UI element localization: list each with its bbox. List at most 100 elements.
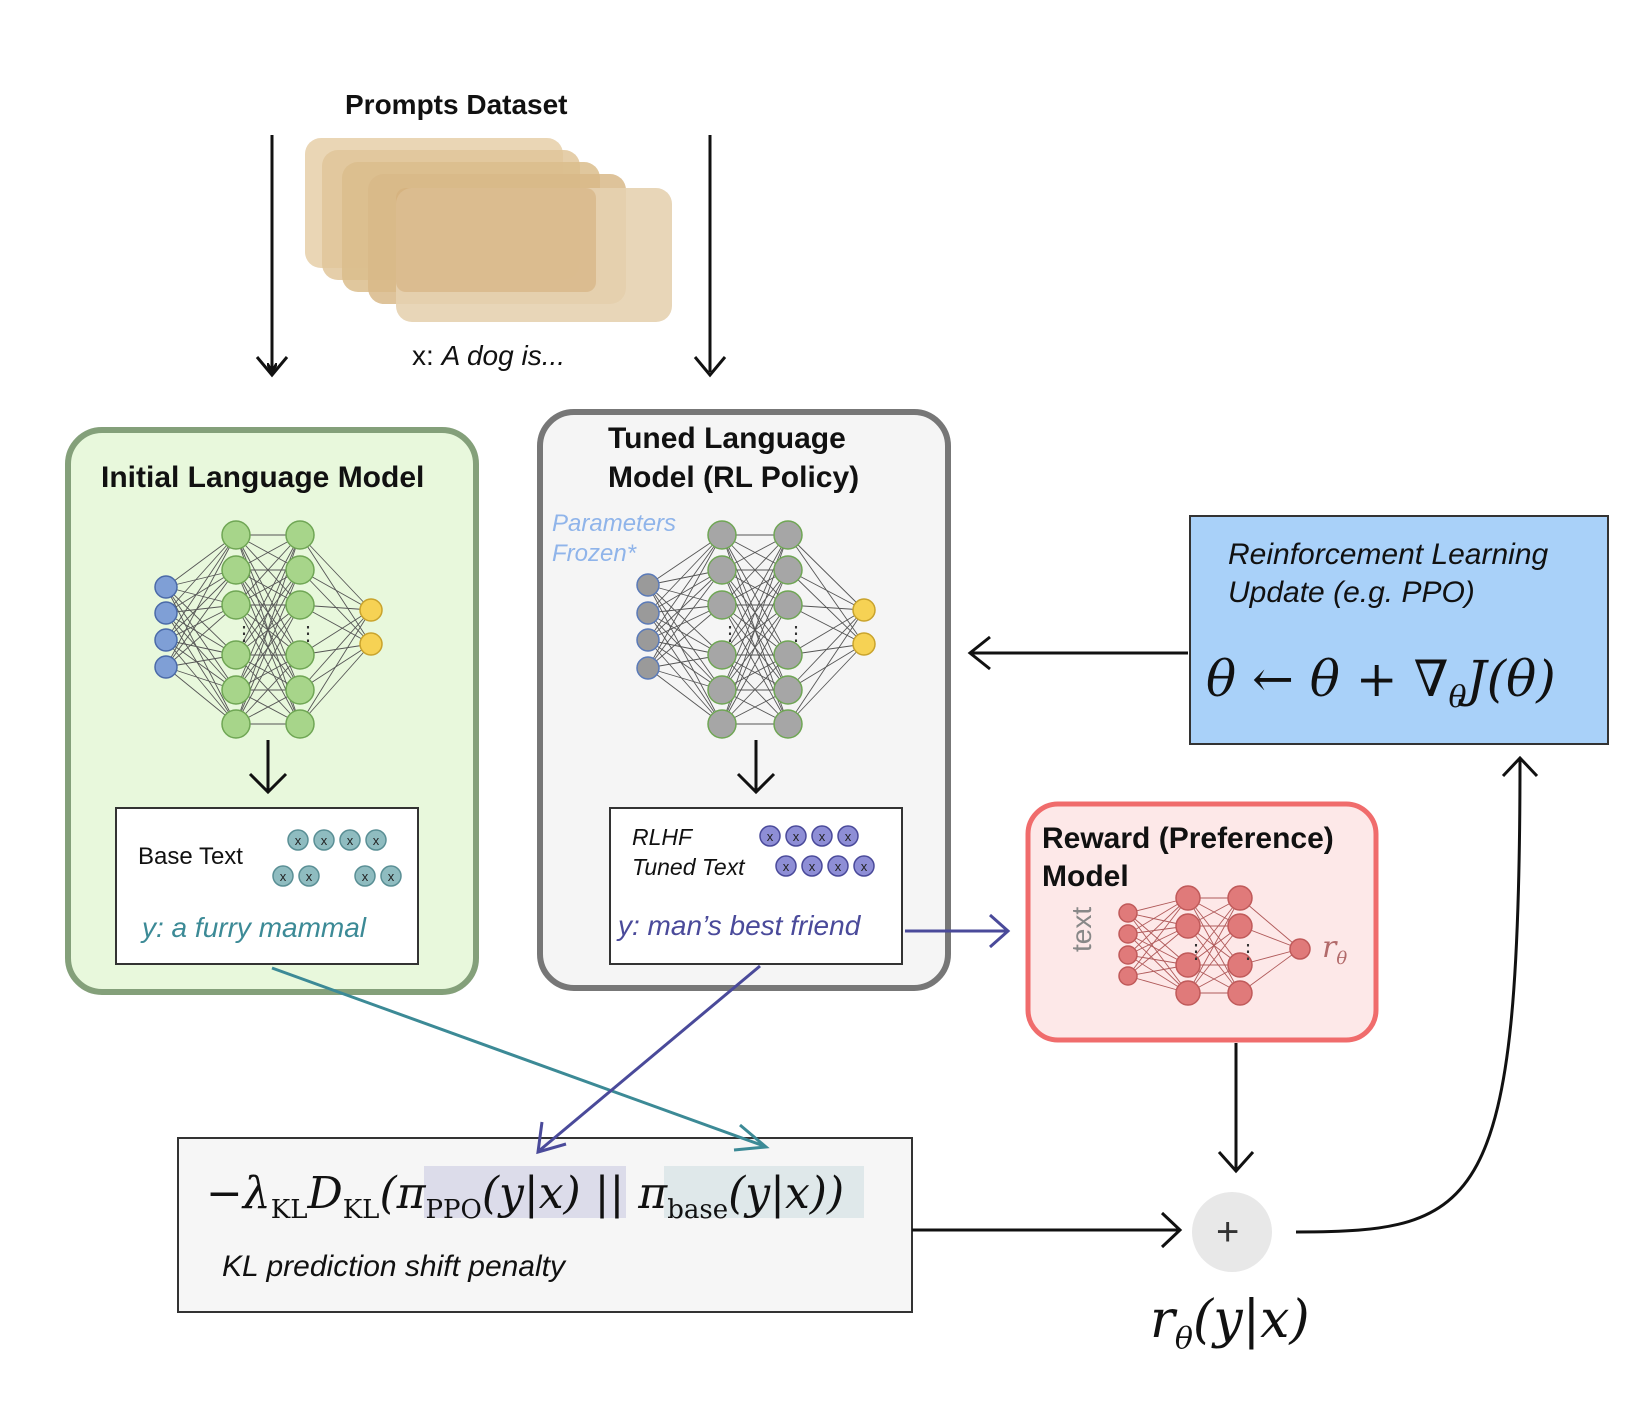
network-node (1118, 903, 1138, 923)
network-link (1127, 897, 1189, 977)
reward-input-label: text (1066, 906, 1097, 952)
network-link (647, 534, 723, 669)
network-link (1187, 925, 1241, 994)
network-node (773, 590, 803, 620)
network-link (721, 534, 789, 606)
token-chip (811, 825, 833, 847)
reward-output-symbol: rθ (1322, 930, 1348, 969)
network-node (1227, 952, 1253, 978)
network-link (721, 604, 789, 725)
network-link (1187, 897, 1241, 966)
reward-model-title-line2: Model (1042, 860, 1129, 893)
tuned-model-network: ⋮⋮ (636, 520, 876, 739)
network-node (154, 601, 178, 625)
token-chip (339, 829, 361, 851)
network-link (235, 604, 301, 725)
network-link (165, 569, 237, 668)
token-chip-label: x (321, 833, 328, 848)
tuned-text-label-line2: Tuned Text (632, 854, 745, 880)
network-link (647, 584, 723, 656)
network-link (647, 612, 723, 691)
network-node (707, 590, 737, 620)
kl-penalty-box (177, 1137, 913, 1313)
kl-formula: −λKLDKL(πPPO(y|x) || πbase(y|x)) (206, 1168, 845, 1225)
network-link (165, 534, 237, 614)
network-node (773, 709, 803, 739)
pi-base-highlight (664, 1166, 864, 1218)
frozen-label-line2: Frozen* (552, 540, 637, 567)
initial-model-network: ⋮⋮ (154, 520, 383, 739)
reward-model-title-line1: Reward (Preference) (1042, 822, 1334, 855)
token-chip (837, 825, 859, 847)
network-node (1175, 952, 1201, 978)
network-link (299, 569, 372, 645)
token-chip-label: x (280, 869, 287, 884)
token-chip-label: x (362, 869, 369, 884)
token-chip (801, 855, 823, 877)
network-link (299, 643, 372, 725)
dataset-title: Prompts Dataset (345, 89, 568, 120)
network-node (773, 640, 803, 670)
network-node (1175, 885, 1201, 911)
network-node (707, 520, 737, 550)
token-chip (380, 865, 402, 887)
network-link (165, 612, 237, 725)
network-link (647, 612, 723, 725)
tuned-model-title-line2: Model (RL Policy) (608, 461, 860, 494)
token-chip (759, 825, 781, 847)
network-node (154, 575, 178, 599)
kl-caption: KL prediction shift penalty (222, 1250, 565, 1283)
network-link (299, 534, 372, 611)
network-node (707, 675, 737, 705)
network-link (165, 639, 237, 725)
network-link (1127, 897, 1189, 956)
network-link (647, 667, 723, 725)
network-link (787, 534, 865, 611)
base-text-label: Base Text (138, 843, 243, 870)
network-ellipsis: ⋮ (1238, 941, 1258, 963)
network-link (787, 609, 865, 691)
network-ellipsis: ⋮ (1186, 941, 1206, 963)
arrow-tuned-to-output (736, 772, 776, 795)
reward-model-box (1025, 801, 1379, 1043)
token-chip (853, 855, 875, 877)
token-chip-label: x (835, 859, 842, 874)
tuned-text-label-line1: RLHF (632, 824, 693, 850)
token-chip (354, 865, 376, 887)
network-node (221, 520, 251, 550)
network-link (165, 604, 237, 668)
network-link (1187, 897, 1241, 994)
prompt-text: A dog is... (441, 340, 566, 371)
network-link (165, 586, 237, 656)
token-chip-label: x (809, 859, 816, 874)
arrow-tuned-to-kl (539, 964, 761, 1152)
network-link (165, 569, 237, 641)
prompt-prefix: x: (412, 340, 434, 371)
network-node (285, 640, 315, 670)
token-chip-label: x (295, 833, 302, 848)
token-chip-label: x (388, 869, 395, 884)
network-node (1227, 913, 1253, 939)
network-link (787, 643, 865, 725)
network-link (165, 586, 237, 725)
network-link (787, 609, 865, 725)
network-node (852, 632, 876, 656)
network-link (165, 666, 237, 725)
network-link (1239, 897, 1301, 950)
network-node (707, 709, 737, 739)
token-chip-label: x (783, 859, 790, 874)
network-link (165, 534, 237, 641)
network-node (636, 601, 660, 625)
network-link (647, 569, 723, 669)
network-node (1118, 966, 1138, 986)
token-chip-label: x (845, 829, 852, 844)
network-node (285, 675, 315, 705)
network-node (285, 520, 315, 550)
network-link (647, 534, 723, 586)
network-link (235, 654, 301, 725)
sum-symbol: + (1216, 1210, 1240, 1254)
rl-update-formula: θ ← θ + ∇θJ(θ) (1206, 650, 1556, 715)
pi-ppo-highlight (424, 1166, 626, 1218)
prompts-dataset-stack (305, 138, 672, 322)
network-link (647, 534, 723, 614)
